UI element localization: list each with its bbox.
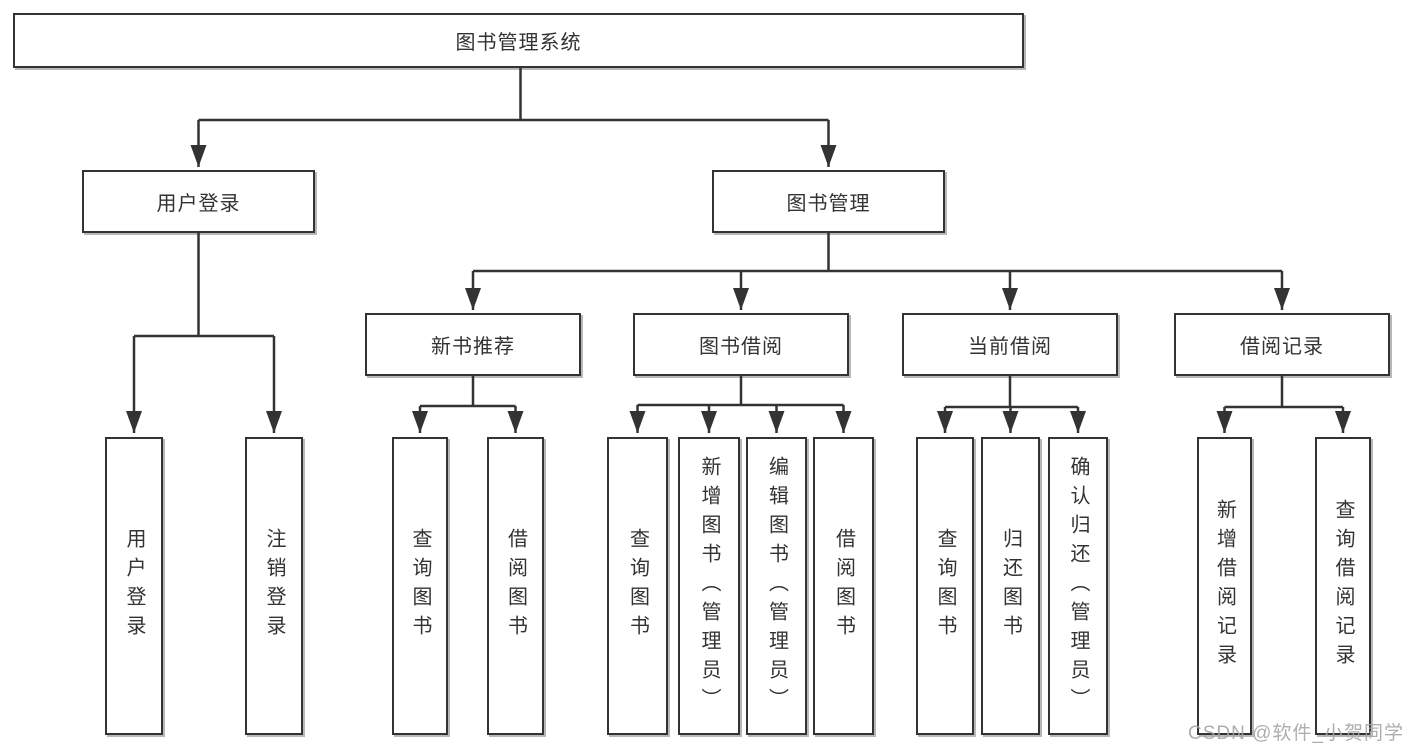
node-current-borrow: 当前借阅 [902, 313, 1118, 376]
node-borrow-records: 借阅记录 [1174, 313, 1390, 376]
connector-borrow-records-trunk [1224, 376, 1343, 409]
leaf-current-return-books: 归还图书 [981, 437, 1040, 735]
leaf-current-confirm-return-admin: 确认归还（管理员） [1048, 437, 1108, 735]
leaf-label: 用户登录 [123, 528, 145, 644]
leaf-records-add-borrow-record: 新增借阅记录 [1197, 437, 1252, 735]
connector-user-login-trunk [134, 233, 274, 338]
leaf-label: 查询图书 [626, 528, 649, 644]
connector-book-management-trunk [473, 233, 1282, 273]
leaf-label: 注销登录 [263, 528, 285, 644]
node-root-system: 图书管理系统 [13, 13, 1024, 68]
leaf-label: 借阅图书 [504, 528, 527, 644]
leaf-label: 查询图书 [409, 528, 431, 644]
leaf-label: 新增借阅记录 [1213, 499, 1236, 673]
node-book-borrow: 图书借阅 [633, 313, 849, 376]
node-label: 图书管理系统 [455, 32, 582, 54]
node-user-login: 用户登录 [82, 170, 315, 233]
node-label: 新书推荐 [431, 336, 515, 358]
leaf-recommend-query-books: 查询图书 [392, 437, 448, 735]
leaf-borrow-add-books-admin: 新增图书（管理员） [678, 437, 740, 735]
leaf-label: 编辑图书（管理员） [765, 455, 788, 717]
leaf-borrow-query-books: 查询图书 [607, 437, 668, 735]
leaf-user-login: 用户登录 [105, 437, 163, 735]
leaf-records-query-borrow-record: 查询借阅记录 [1315, 437, 1371, 735]
leaf-label: 查询图书 [934, 528, 956, 644]
leaf-label: 查询借阅记录 [1332, 499, 1354, 673]
leaf-label: 新增图书（管理员） [698, 455, 720, 717]
node-label: 当前借阅 [968, 336, 1052, 358]
node-book-management: 图书管理 [712, 170, 945, 233]
leaf-logout: 注销登录 [245, 437, 303, 735]
leaf-borrow-borrow-books: 借阅图书 [813, 437, 874, 735]
watermark: CSDN @软件_小贺同学 [1188, 723, 1404, 744]
leaf-recommend-borrow-books: 借阅图书 [487, 437, 544, 735]
node-label: 图书管理 [786, 193, 871, 215]
connector-book-borrow-trunk [637, 376, 844, 407]
leaf-label: 借阅图书 [832, 528, 855, 644]
leaf-label: 确认归还（管理员） [1067, 455, 1089, 717]
connector-new-book-recommend-trunk [420, 376, 516, 408]
node-new-book-recommend: 新书推荐 [365, 313, 581, 376]
leaf-borrow-edit-books-admin: 编辑图书（管理员） [746, 437, 807, 735]
leaf-current-query-books: 查询图书 [916, 437, 974, 735]
leaf-label: 归还图书 [999, 528, 1022, 644]
connector-root-trunk [198, 68, 829, 122]
node-label: 借阅记录 [1240, 336, 1324, 358]
connector-current-borrow-trunk [945, 376, 1078, 409]
node-label: 图书借阅 [699, 336, 783, 358]
node-label: 用户登录 [156, 193, 241, 215]
